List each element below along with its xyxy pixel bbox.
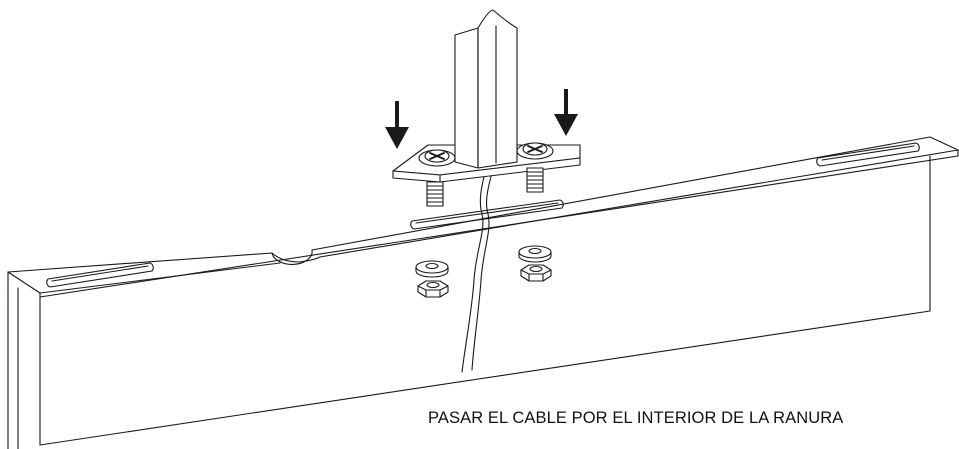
rail-slot-right: [816, 142, 920, 167]
rail-slot-left: [46, 262, 154, 288]
washer-icon: [415, 260, 449, 274]
screw-right: [516, 142, 554, 193]
mounting-rail: [7, 136, 959, 449]
rail-slot-center: [410, 199, 564, 230]
washer-right: [518, 245, 552, 263]
washer-icon: [518, 245, 552, 259]
rail-notch: [271, 252, 321, 263]
rail-right-end: [929, 136, 959, 151]
post-right-face: [477, 9, 518, 169]
washer-left: [415, 260, 449, 278]
down-arrow-icon: [564, 89, 568, 116]
nut-left: [417, 280, 449, 298]
cable-right-edge: [471, 167, 494, 371]
down-arrow-icon: [395, 101, 399, 129]
instruction-caption: PASAR EL CABLE POR EL INTERIOR DE LA RAN…: [428, 409, 844, 427]
rail-bottom-edge: [39, 310, 931, 446]
rail-vertical-face: [7, 155, 931, 449]
cable-left-edge: [461, 167, 487, 373]
support-post: [454, 9, 518, 169]
rail-top-back-edge: [7, 136, 931, 273]
nut-right: [520, 264, 552, 282]
cable: [461, 167, 494, 373]
post-left-face: [454, 27, 479, 169]
screw-left: [418, 149, 456, 207]
arrow-left: [385, 101, 409, 149]
arrow-right: [554, 89, 578, 136]
